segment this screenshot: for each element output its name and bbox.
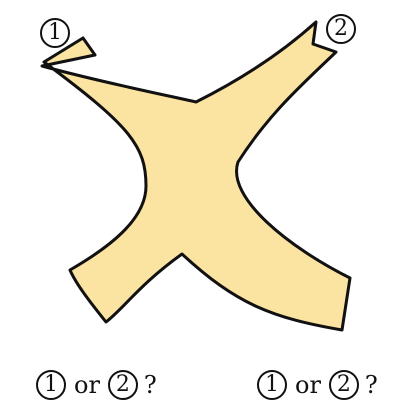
question-right: 1 or 2 ? <box>257 367 378 403</box>
question-left-option-one: 1 <box>36 370 66 400</box>
question-right-option-one: 1 <box>257 370 287 400</box>
question-left-option-one-label: 1 <box>44 372 58 397</box>
marker-two-label: 2 <box>334 16 348 41</box>
question-left-option-two: 2 <box>107 370 138 400</box>
question-left-connector: or <box>74 371 100 399</box>
question-right-option-one-label: 1 <box>265 372 279 397</box>
marker-one: 1 <box>40 18 70 48</box>
question-left: 1 or 2 ? <box>36 367 157 403</box>
question-right-option-two-label: 2 <box>336 372 351 397</box>
marker-one-label: 1 <box>48 20 62 45</box>
question-left-option-two-label: 2 <box>115 372 130 397</box>
question-right-option-two: 2 <box>328 370 359 400</box>
question-right-connector: or <box>295 371 321 399</box>
marker-two: 2 <box>326 14 356 44</box>
x-shape <box>40 20 352 332</box>
question-left-mark: ? <box>143 371 157 399</box>
question-right-mark: ? <box>364 371 378 399</box>
